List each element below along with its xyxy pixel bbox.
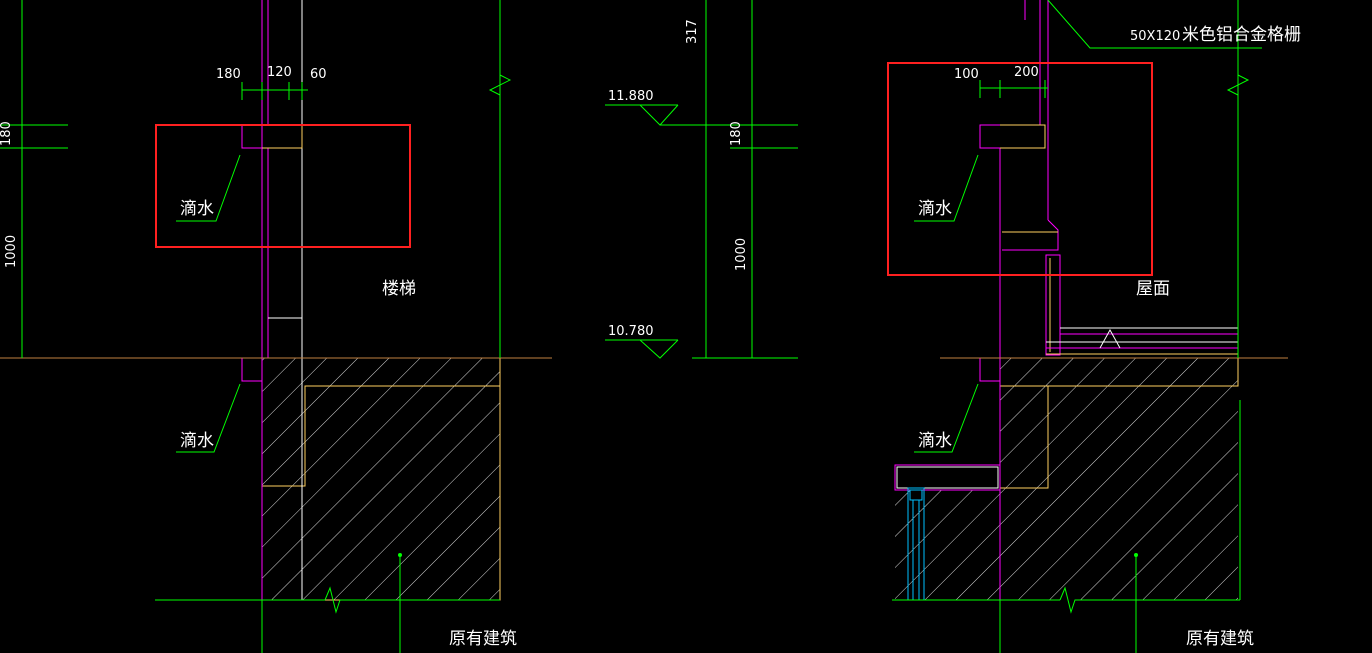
right-canopy-hatch <box>895 490 1000 600</box>
right-canopy <box>894 464 1001 491</box>
right-break-line <box>1059 586 1240 614</box>
left-drip-leader-top <box>176 154 241 222</box>
right-parapet-profile <box>1002 219 1059 251</box>
right-dim-100: 100 <box>954 67 979 82</box>
right-dim-vertical-1000: 1000 <box>734 238 749 271</box>
right-canopy-inner <box>896 466 999 489</box>
left-break-line <box>324 586 500 614</box>
elevation-upper-marker <box>639 104 679 126</box>
right-roof-slope <box>1099 328 1121 349</box>
left-highlight-box <box>155 124 411 248</box>
left-dim-vertical-1000: 1000 <box>4 235 19 268</box>
right-leader-dot <box>1134 553 1138 557</box>
roof-label: 屋面 <box>1136 279 1170 299</box>
grille-note-label: 米色铝合金格栅 <box>1182 25 1301 45</box>
left-dim-120: 120 <box>267 65 292 80</box>
left-detail: 180 120 60 180 1000 滴水 滴水 楼梯 原有建筑 <box>0 0 552 653</box>
right-column-cap <box>909 489 923 501</box>
left-existing-structure <box>262 358 500 600</box>
grille-size-label: 50X120 <box>1130 29 1180 44</box>
left-dim-vertical-180: 180 <box>0 121 14 146</box>
right-drip-leader-top <box>914 154 979 222</box>
right-drip-label-bottom: 滴水 <box>918 431 952 451</box>
elevation-lower-marker <box>639 339 679 359</box>
left-axis-break <box>488 74 512 96</box>
right-dim-200: 200 <box>1014 65 1039 80</box>
right-drip-profile-top <box>979 124 1000 149</box>
left-leader-dot <box>398 553 402 557</box>
right-existing-structure <box>1000 358 1238 600</box>
left-inner-outline <box>262 385 500 487</box>
elevation-lower-label: 10.780 <box>608 324 654 339</box>
right-existing-building-label: 原有建筑 <box>1186 629 1254 649</box>
right-coping <box>979 124 1046 149</box>
right-detail: 100 200 317 180 1000 11.880 10.780 50X12… <box>605 0 1301 653</box>
right-drip-leader-bottom <box>914 383 979 453</box>
right-axis-break <box>1226 74 1250 96</box>
left-coping <box>241 124 303 149</box>
left-drip-leader-bottom <box>176 383 241 453</box>
elevation-upper-label: 11.880 <box>608 89 654 104</box>
right-dim-317: 317 <box>685 19 700 44</box>
left-dim-180: 180 <box>216 67 241 82</box>
right-dim-vertical-180: 180 <box>729 121 744 146</box>
right-highlight-box <box>887 62 1153 276</box>
right-drip-profile-bottom <box>979 357 1000 382</box>
left-dim-60: 60 <box>310 67 327 82</box>
left-drip-profile-bottom <box>241 357 262 382</box>
left-drip-label-bottom: 滴水 <box>180 431 214 451</box>
right-upstand <box>1045 254 1061 356</box>
stair-label: 楼梯 <box>382 279 416 299</box>
left-drip-label-top: 滴水 <box>180 199 214 219</box>
grille-leader <box>1047 0 1262 49</box>
left-drip-profile-top <box>241 124 262 149</box>
right-drip-label-top: 滴水 <box>918 199 952 219</box>
left-existing-building-label: 原有建筑 <box>449 629 517 649</box>
